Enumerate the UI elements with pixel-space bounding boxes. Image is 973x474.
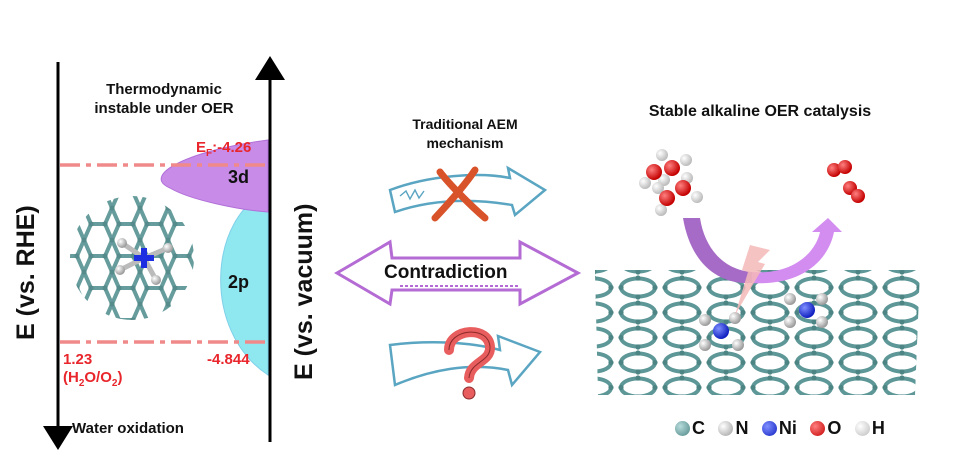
legend-label: N (735, 418, 749, 438)
cross-icon (431, 166, 489, 222)
fermi-value: :-4.26 (212, 139, 252, 156)
aem-title: Traditional AEM mechanism (370, 115, 560, 153)
hydrogen-ball-icon (854, 421, 870, 436)
aem-title-line2: mechanism (426, 135, 504, 151)
legend-label: O (827, 418, 842, 438)
legend-item-n: N (718, 418, 748, 439)
y-axis-vacuum-label: E (vs. vacuum) (290, 203, 318, 380)
aem-arrow (388, 165, 548, 218)
graphene-sheet (595, 270, 920, 395)
legend-item-o: O (810, 418, 841, 439)
legend-item-c: C (675, 418, 705, 439)
left-title-line2: instable under OER (94, 100, 234, 117)
carbon-ball-icon (675, 421, 690, 436)
contradiction-label: Contradiction (384, 262, 508, 283)
contradiction-double-arrow (334, 239, 582, 307)
legend-label: Ni (778, 418, 797, 438)
ni-site-2 (784, 293, 828, 328)
ni-site-1 (699, 312, 744, 351)
oer-potential-vacuum: -4.844 (207, 351, 250, 368)
legend-label: H (871, 418, 885, 438)
question-mark-icon (444, 327, 496, 400)
legend-label: C (692, 418, 705, 438)
reactant-arrow (683, 218, 752, 284)
couple-sub2: 2 (111, 378, 118, 389)
oxygen-molecules (827, 160, 865, 203)
orbital-3d-label: 3d (228, 167, 250, 187)
left-panel-title: Thermodynamic instable under OER (64, 80, 264, 118)
right-panel-title: Stable alkaline OER catalysis (648, 103, 872, 120)
water-oxidation-label: Water oxidation (72, 420, 184, 437)
orbital-2p-label: 2p (228, 272, 250, 292)
aem-title-line1: Traditional AEM (412, 116, 518, 132)
water-molecules (639, 149, 703, 216)
lightning-icon (735, 245, 770, 315)
couple-sub1: 2 (78, 378, 85, 389)
legend-item-ni: Ni (761, 418, 797, 439)
element-legend: C N Ni O H (675, 418, 894, 441)
fermi-level-label: EF:-4.26 (196, 139, 251, 159)
fermi-sub: F (206, 148, 213, 159)
band-3d (160, 139, 269, 213)
legend-item-h: H (854, 418, 885, 439)
left-title-line1: Thermodynamic (106, 81, 222, 98)
fermi-e: E (196, 139, 207, 156)
nitrogen-ball-icon (718, 421, 734, 436)
nickel-ball-icon (761, 421, 777, 436)
y-axis-rhe-label: E (vs. RHE) (12, 205, 40, 340)
question-arrow (388, 334, 543, 388)
oer-couple-label: (H2O/O2) (63, 369, 122, 389)
oxygen-ball-icon (810, 421, 826, 436)
couple-close: ) (117, 369, 123, 386)
ni-n4-cluster-left (70, 196, 194, 320)
oer-potential-rhe: 1.23 (63, 351, 93, 368)
couple-mid: O/O (84, 369, 112, 386)
product-arrow (752, 218, 842, 284)
couple-open: (H (63, 369, 79, 386)
